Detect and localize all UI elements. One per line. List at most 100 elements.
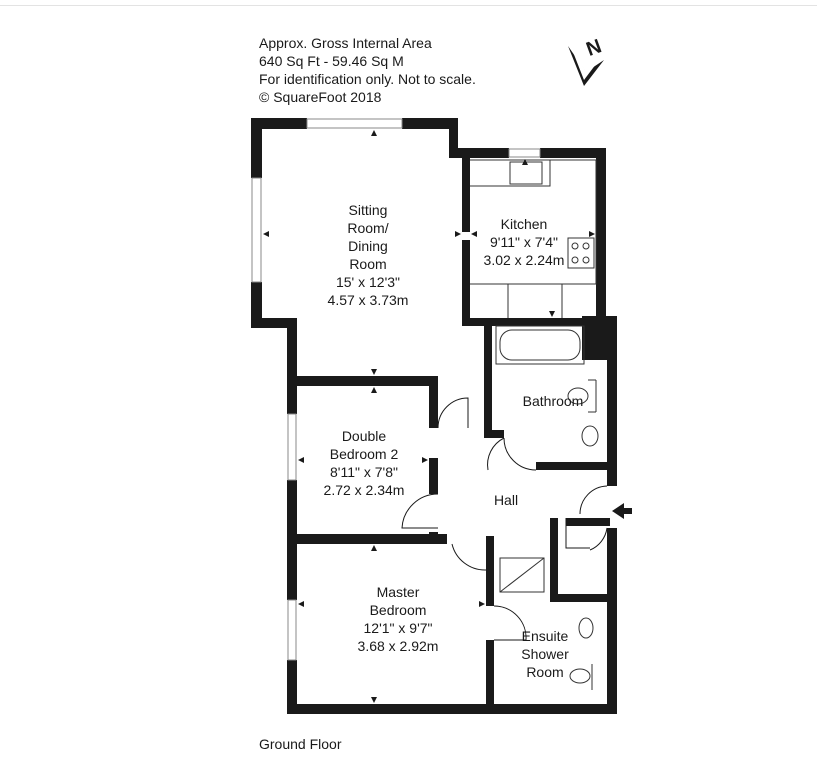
wall <box>287 318 297 414</box>
window <box>287 413 297 481</box>
window <box>251 177 262 283</box>
master-bedroom-imperial: 12'1" x 9'7" <box>364 620 433 636</box>
dim-tick <box>298 601 304 607</box>
wall <box>449 148 509 158</box>
wall <box>462 150 470 232</box>
disclaimer: For identification only. Not to scale. <box>259 71 476 87</box>
area-info: Approx. Gross Internal Area 640 Sq Ft - … <box>259 34 476 106</box>
wall <box>484 322 492 436</box>
bedroom2-metric: 2.72 x 2.34m <box>324 482 405 498</box>
sink-icon <box>509 161 543 185</box>
sitting-room-imperial: 15' x 12'3" <box>336 274 400 290</box>
wall <box>429 376 438 428</box>
bedroom2-label-1: Double <box>342 428 387 444</box>
shower-tray-icon <box>499 557 545 593</box>
kitchen-label: Kitchen <box>501 216 548 232</box>
door-swing <box>401 493 439 529</box>
hob-icon <box>567 237 595 269</box>
wall <box>607 316 617 486</box>
master-bedroom-label-1: Master <box>377 584 420 600</box>
wall <box>486 640 494 710</box>
wall <box>566 518 610 526</box>
wall <box>287 660 297 714</box>
entrance-door-swing <box>579 485 608 551</box>
dim-tick <box>422 457 428 463</box>
bathroom-label: Bathroom <box>523 393 584 409</box>
dim-tick <box>371 387 377 393</box>
wall <box>287 376 437 386</box>
dim-tick <box>263 231 269 237</box>
wall <box>536 462 612 470</box>
wall <box>486 536 494 606</box>
north-arrow-icon: N <box>568 35 605 86</box>
dim-tick <box>371 545 377 551</box>
wall <box>484 430 504 438</box>
ensuite-label-1: Ensuite <box>522 628 569 644</box>
dim-tick <box>479 601 485 607</box>
dim-tick <box>455 231 461 237</box>
dim-tick <box>471 231 477 237</box>
north-letter: N <box>583 35 604 61</box>
shower-tray-diagonal <box>499 557 545 593</box>
wall <box>550 594 612 602</box>
sitting-room-metric: 4.57 x 3.73m <box>328 292 409 308</box>
wall <box>550 518 558 602</box>
hall-label: Hall <box>494 492 518 508</box>
dim-tick <box>371 369 377 375</box>
hob-ring <box>571 256 579 264</box>
door-swing <box>565 518 590 549</box>
sitting-room-label-4: Room <box>349 256 386 272</box>
wall <box>251 118 307 129</box>
bathtub-outline <box>495 325 585 365</box>
dim-tick <box>522 159 528 165</box>
hob-ring <box>571 242 579 250</box>
window <box>508 148 541 158</box>
ensuite-label-3: Room <box>526 664 563 680</box>
window <box>287 599 297 661</box>
wall <box>287 534 447 544</box>
kitchen-metric: 3.02 x 2.24m <box>484 252 565 268</box>
basin-icon <box>578 617 594 639</box>
door-swing <box>493 605 527 641</box>
toilet-icon <box>567 387 589 405</box>
sitting-room-label-1: Sitting <box>349 202 388 218</box>
wall <box>596 148 606 316</box>
wall <box>402 118 458 129</box>
door-swing <box>487 437 505 471</box>
door-swing <box>451 543 487 571</box>
basin-icon <box>581 425 599 447</box>
entrance-arrow-icon <box>612 503 632 519</box>
copyright: © SquareFoot 2018 <box>259 89 382 105</box>
wall <box>462 318 602 326</box>
kitchen-unit <box>507 284 563 318</box>
bedroom2-imperial: 8'11" x 7'8" <box>330 464 398 480</box>
wall <box>251 282 262 328</box>
window <box>306 118 403 129</box>
area-title: Approx. Gross Internal Area <box>259 35 432 51</box>
bedroom2-label-2: Bedroom 2 <box>330 446 399 462</box>
toilet-icon <box>569 668 591 684</box>
wall <box>449 118 458 158</box>
sitting-room-label-2: Room/ <box>347 220 388 236</box>
wc-cistern <box>588 379 597 413</box>
door-swing <box>503 437 537 471</box>
sitting-room-label-3: Dining <box>348 238 388 254</box>
master-bedroom-metric: 3.68 x 2.92m <box>358 638 439 654</box>
dim-tick <box>589 231 595 237</box>
kitchen-imperial: 9'11" x 7'4" <box>490 234 558 250</box>
wall <box>607 528 617 714</box>
master-bedroom-label-2: Bedroom <box>370 602 427 618</box>
hob-ring <box>582 242 590 250</box>
floor-label: Ground Floor <box>259 736 342 752</box>
kitchen-worktop <box>470 160 551 187</box>
dim-tick <box>298 457 304 463</box>
wall <box>429 458 438 494</box>
bathtub-icon <box>499 329 581 361</box>
wall <box>462 240 470 326</box>
wall <box>251 118 262 178</box>
top-divider <box>0 5 817 6</box>
hob-ring <box>582 256 590 264</box>
area-value: 640 Sq Ft - 59.46 Sq M <box>259 53 404 69</box>
dim-tick <box>371 697 377 703</box>
